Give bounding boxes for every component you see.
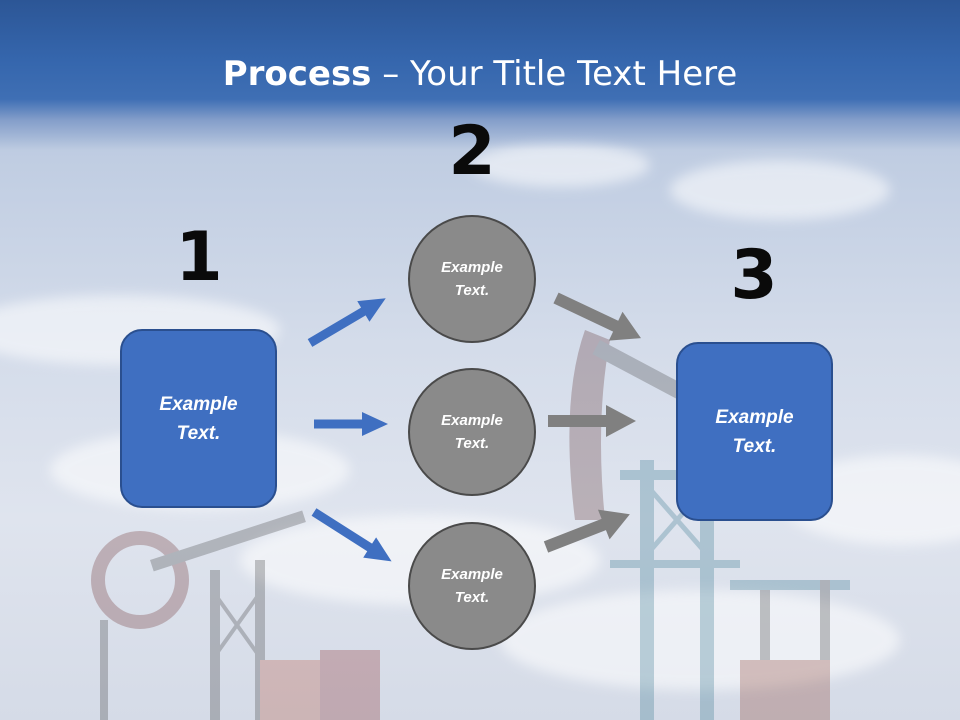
title-bar [0, 0, 960, 150]
circle-text: Example Text. [441, 566, 503, 606]
step3-text: Example Text. [715, 406, 794, 457]
step3-box[interactable]: Example Text. [676, 342, 833, 521]
step1-text: Example Text. [159, 393, 238, 444]
title-strong-text: Process [222, 54, 372, 94]
step2-circle-top[interactable]: Example Text. [408, 215, 536, 343]
step-number-2: 2 [448, 112, 496, 191]
circle-text: Example Text. [441, 259, 503, 299]
circle-text: Example Text. [441, 412, 503, 452]
step1-box[interactable]: Example Text. [120, 329, 277, 508]
step-number-3: 3 [730, 236, 778, 315]
step-number-1: 1 [175, 218, 223, 297]
step2-circle-middle[interactable]: Example Text. [408, 368, 536, 496]
step2-circle-bottom[interactable]: Example Text. [408, 522, 536, 650]
title-rest-text: – Your Title Text Here [371, 54, 738, 94]
slide-title[interactable]: Process – Your Title Text Here [0, 52, 960, 96]
